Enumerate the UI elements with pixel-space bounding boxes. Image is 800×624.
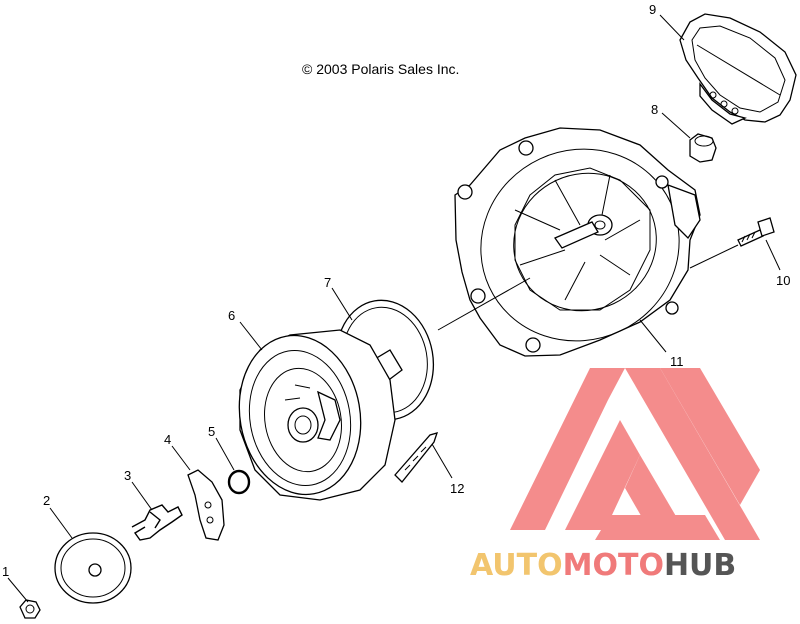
part-1-nut	[19, 599, 41, 619]
leader-6	[239, 321, 263, 351]
part-12-rope	[394, 432, 439, 483]
callout-7: 7	[324, 275, 331, 290]
part-9-cover	[679, 13, 797, 125]
callout-10: 10	[776, 273, 790, 288]
callout-2: 2	[43, 493, 50, 508]
leader-1	[7, 577, 29, 603]
callout-8: 8	[651, 102, 658, 117]
callout-1: 1	[2, 564, 9, 579]
watermark-moto: MOTO	[563, 548, 664, 583]
centerline-2	[689, 244, 739, 269]
watermark-logo	[510, 368, 760, 540]
part-11-housing	[454, 127, 701, 357]
leader-8	[661, 112, 691, 139]
part-8-bushing	[689, 133, 717, 163]
callout-4: 4	[164, 432, 171, 447]
part-6-pulley	[238, 329, 396, 501]
leader-7	[331, 287, 353, 321]
watermark-auto: AUTO	[470, 548, 563, 583]
part-3-spring	[131, 504, 183, 541]
callout-12: 12	[450, 481, 464, 496]
leader-12	[431, 443, 453, 479]
centerline-1	[437, 277, 531, 331]
leader-3	[131, 481, 153, 511]
leader-9	[659, 14, 685, 41]
copyright-text: © 2003 Polaris Sales Inc.	[302, 61, 459, 77]
leader-10	[765, 239, 781, 271]
callout-3: 3	[124, 468, 131, 483]
leader-4	[171, 445, 191, 471]
leader-11	[639, 319, 667, 353]
watermark-hub: HUB	[664, 548, 736, 583]
leader-2	[49, 507, 73, 539]
callout-6: 6	[228, 308, 235, 323]
part-10-bolt	[737, 217, 775, 247]
callout-11: 11	[670, 354, 684, 369]
callout-9: 9	[649, 2, 656, 17]
part-2-washer	[54, 532, 132, 604]
callout-5: 5	[208, 424, 215, 439]
watermark-text: AUTOMOTOHUB	[470, 548, 736, 583]
leader-5	[215, 437, 235, 471]
part-4-pawl	[187, 469, 225, 541]
part-5-ring	[227, 469, 251, 495]
